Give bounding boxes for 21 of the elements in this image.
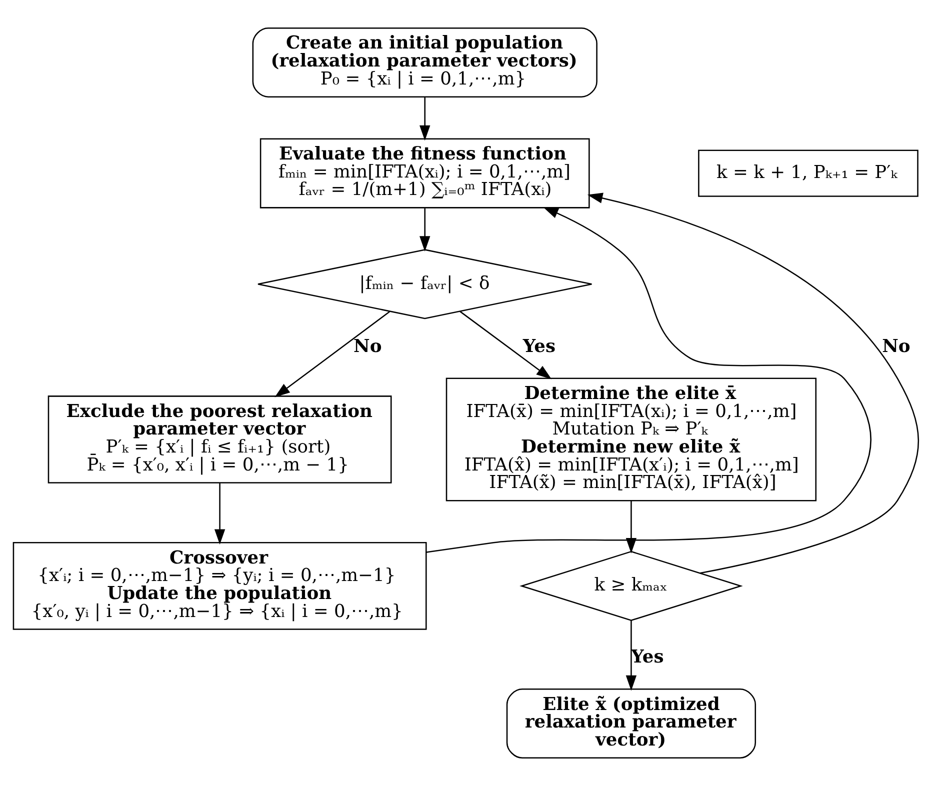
node-box: Crossover {x′ᵢ; i = 0,⋯,m−1} ⇒ {yᵢ; i = 0,⋯,m−1} Update the population {x′₀, yᵢ | i = 0,⋯,m−1} ⇒ {xᵢ | i = 0,⋯,m} [12, 542, 427, 630]
edge-label: Yes [522, 336, 556, 357]
arrow [626, 500, 637, 554]
node-box: Create an initial population (relaxation parameter vectors) P₀ = {xᵢ | i = 0,1,⋯,m} [252, 27, 598, 98]
arrow [420, 208, 430, 252]
arrow [626, 620, 637, 691]
edge-label: No [882, 336, 910, 357]
node-box: Evaluate the fitness function fₘᵢₙ = min[IFTA(xᵢ); i = 0,1,⋯,m] fₐᵥᵣ = 1/(m+1) ∑ᵢ₌₀ᵐ IFTA(xᵢ) [260, 138, 590, 208]
node-diamond: k ≥ kₘₐₓ [520, 550, 743, 622]
node-box: Exclude the poorest relaxation parameter vector P′ₖ = {x′ᵢ | fᵢ ≤ fᵢ₊₁} (sort) P̄ₖ = {x′₀, x′ᵢ | i = 0,⋯,m − 1} [48, 396, 392, 484]
arrow [426, 207, 872, 553]
arrow [274, 311, 390, 398]
node-box: Elite x̃ (optimized relaxation parameter vector) [506, 688, 756, 759]
arrow [459, 310, 552, 380]
arrow [420, 97, 430, 141]
node-diamond: |fₘᵢₙ − fₐᵥᵣ| < δ [257, 249, 592, 320]
arrow [587, 192, 919, 574]
arrow [214, 483, 226, 545]
node-box: Determine the elite x̄ IFTA(x̄) = min[IFTA(xᵢ); i = 0,1,⋯,m] Mutation Pₖ ⇒ P′ₖ Determine new elite x̃ IFTA(x̂) = min[IFTA(x′ᵢ); i = 0,1,⋯,m] IFTA(x̃) = min[IFTA(x̄), IFTA(x̂)] [446, 378, 817, 502]
node-box: k = k + 1, Pₖ₊₁ = P′ₖ [698, 150, 918, 197]
edge-label: No [354, 336, 382, 357]
